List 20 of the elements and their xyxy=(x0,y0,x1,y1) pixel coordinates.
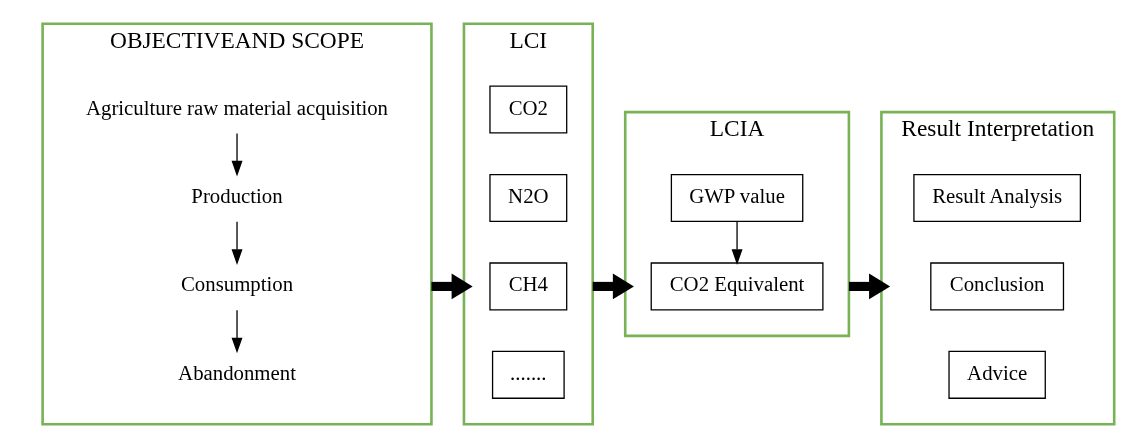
arrow xyxy=(592,273,634,300)
arrow xyxy=(430,273,473,300)
arrow xyxy=(731,221,743,265)
node-box: ....... xyxy=(491,350,565,399)
arrow xyxy=(231,132,242,177)
node-box: Result Analysis xyxy=(912,173,1081,223)
node-box: Conclusion xyxy=(929,262,1064,311)
node-text: Abandonment xyxy=(177,360,296,384)
node-text: Consumption xyxy=(180,272,293,296)
node-box: CO2 Equivalent xyxy=(650,262,824,311)
node-text: Production xyxy=(190,183,283,207)
node-box: CO2 xyxy=(488,85,567,134)
node-box: GWP value xyxy=(670,173,803,223)
node-box: Advice xyxy=(947,350,1046,399)
node-text: Agriculture raw material acquisition xyxy=(85,95,388,119)
node-box: N2O xyxy=(488,173,567,223)
arrow xyxy=(848,273,890,300)
node-box: CH4 xyxy=(488,262,567,311)
arrow xyxy=(231,221,242,265)
arrow xyxy=(231,309,242,354)
